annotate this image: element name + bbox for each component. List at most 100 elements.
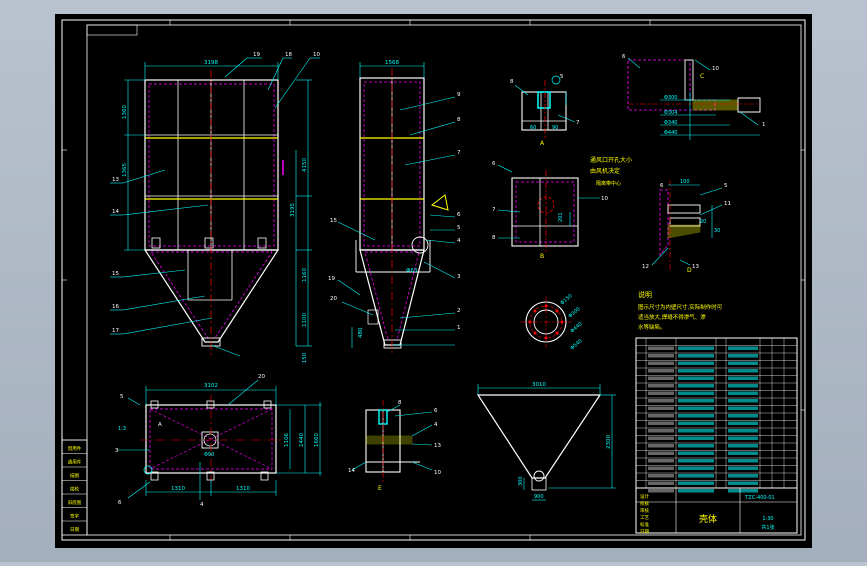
detail-c-d4: Φ440: [664, 130, 677, 136]
front-upper-dim: 1360: [122, 105, 128, 119]
table-cell-entry: [648, 481, 674, 485]
plan-part-label: A: [158, 422, 162, 428]
table-cell-entry: [678, 384, 714, 388]
detail-d-title: D: [687, 267, 692, 274]
detail-b-label: 7: [492, 207, 496, 213]
table-cell-entry: [648, 451, 674, 455]
detail-b-label: 8: [492, 235, 496, 241]
table-cell-entry: [648, 474, 674, 478]
hopper-top-dim: 3010: [532, 382, 546, 388]
detail-d-h: 30: [714, 228, 720, 234]
table-cell-entry: [678, 391, 714, 395]
title-block-role: 审核: [640, 507, 649, 514]
plan-part-label: 6: [118, 500, 122, 506]
detail-a-label: 5: [560, 74, 564, 80]
plan-width-dim: 3102: [204, 383, 218, 389]
strip-cell: 旧底图: [68, 499, 82, 506]
table-cell-entry: [728, 376, 758, 380]
table-cell-entry: [728, 459, 758, 463]
front-part-label: 16: [112, 304, 119, 310]
notes-line: 适当放大,焊缝不得渗气、渗: [638, 313, 706, 321]
detail-e-title: E: [378, 485, 382, 492]
detail-e[interactable]: [351, 400, 433, 482]
front-total-dim: 4150: [302, 158, 308, 172]
table-cell-entry: [728, 414, 758, 418]
detail-b-title: B: [540, 253, 544, 260]
plan-h2-dim: 1440: [299, 433, 305, 447]
front-part-label: 18: [285, 52, 292, 58]
table-cell-entry: [648, 376, 674, 380]
detail-a[interactable]: [514, 75, 576, 140]
detail-b-label: 10: [601, 196, 608, 202]
title-block-role: 设计: [640, 493, 649, 500]
detail-a-title: A: [540, 140, 545, 147]
table-cell-entry: [648, 346, 674, 350]
table-cell-entry: [648, 466, 674, 470]
side-part-label: 2: [457, 308, 461, 314]
front-part-label: 10: [313, 52, 320, 58]
front-width-dim: 3198: [204, 60, 218, 66]
table-cell-entry: [678, 346, 714, 350]
side-part-label: 4: [457, 238, 461, 244]
notes-title: 说明: [638, 290, 652, 299]
table-cell-entry: [678, 399, 714, 403]
table-cell-entry: [648, 384, 674, 388]
side-hole-dim: Φ63: [406, 268, 418, 274]
detail-d[interactable]: [651, 180, 723, 270]
front-view[interactable]: [110, 57, 320, 357]
front-middle-dim: 1365: [122, 163, 128, 177]
detail-e-label: 14: [348, 468, 355, 474]
detail-c-title: C: [700, 73, 704, 80]
plan-center-dim: Φ90: [204, 452, 214, 458]
detail-c[interactable]: [627, 57, 761, 140]
side-part-label: 15: [330, 218, 337, 224]
table-cell-entry: [648, 459, 674, 463]
ring-view[interactable]: [520, 296, 572, 348]
plan-part-label: 5: [120, 394, 124, 400]
drawing-name: 壳体: [699, 513, 717, 525]
detail-d-label: 5: [724, 183, 728, 189]
sheet-label: 共1张: [761, 524, 774, 531]
detail-c-label: 10: [712, 66, 719, 72]
table-cell-entry: [678, 481, 714, 485]
table-cell-entry: [648, 444, 674, 448]
side-part-label: 20: [330, 296, 337, 302]
drawing-scale: 1:30: [762, 516, 773, 522]
hopper-view[interactable]: [476, 384, 616, 501]
table-cell-entry: [648, 369, 674, 373]
plan-mark: 1:3: [118, 426, 126, 432]
title-block-role: 标准: [640, 521, 649, 528]
annotation-line3: 隔离带中心: [596, 180, 621, 187]
title-tag-box: [86, 24, 138, 36]
detail-a-label: 7: [576, 120, 580, 126]
table-cell-entry: [728, 354, 758, 358]
plan-part-label: 3: [115, 448, 119, 454]
hopper-side-dim: 300: [518, 476, 524, 486]
table-cell-entry: [678, 451, 714, 455]
side-view[interactable]: [337, 62, 456, 356]
plan-part-label: 4: [200, 502, 204, 508]
front-part-label: 15: [112, 271, 119, 277]
plan-view[interactable]: [118, 379, 322, 500]
detail-c-d2: Φ304: [664, 110, 677, 116]
hopper-height-dim: 2300: [606, 435, 612, 449]
table-cell-entry: [678, 429, 714, 433]
strip-cell: 借用件: [68, 445, 82, 452]
front-bottom-dim: 150: [302, 352, 308, 363]
detail-d-w: 100: [680, 179, 690, 185]
table-cell-entry: [678, 444, 714, 448]
table-cell-entry: [728, 361, 758, 365]
table-cell-entry: [678, 361, 714, 365]
detail-a-w: 60: [530, 125, 536, 131]
detail-b-label: 6: [492, 161, 496, 167]
table-cell-entry: [678, 406, 714, 410]
detail-a-h: 90: [552, 125, 558, 131]
table-cell-entry: [678, 489, 714, 493]
detail-b[interactable]: [497, 164, 600, 252]
frame-zone-ticks: [62, 20, 805, 540]
front-small-dim: 3195: [290, 203, 296, 217]
detail-b-dim: 201: [558, 212, 564, 222]
